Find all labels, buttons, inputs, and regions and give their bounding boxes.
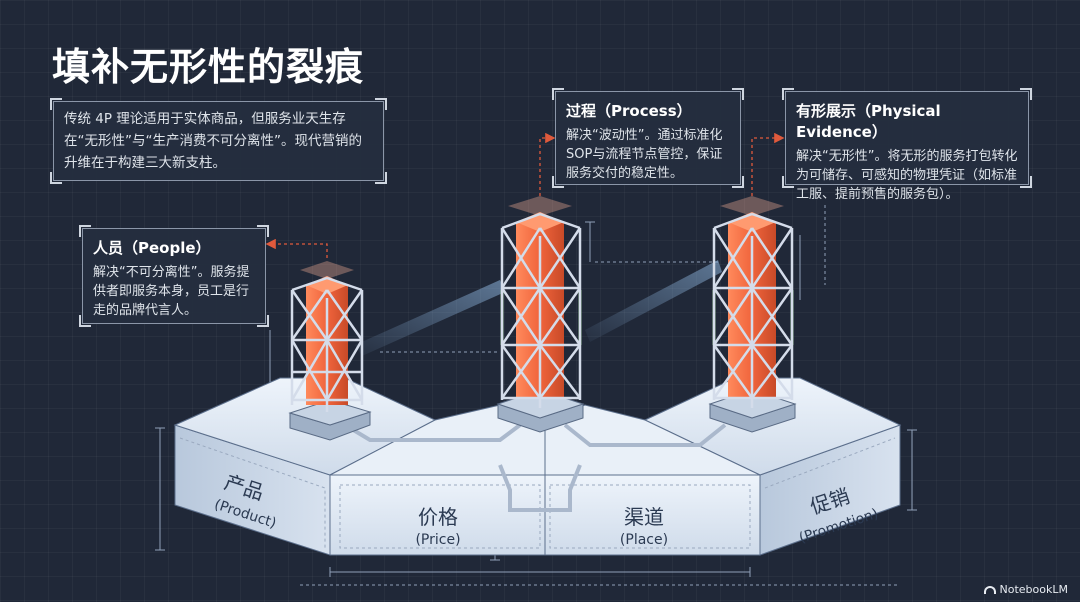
notebooklm-logo-icon	[983, 585, 996, 594]
leader-arrow-physical	[751, 132, 785, 196]
process-callout: 过程（Process） 解决“波动性”。通过标准化SOP与流程节点管控，保证服务…	[552, 88, 744, 188]
base-inner-guides	[179, 437, 896, 549]
base-label-place-en: (Place)	[620, 532, 668, 548]
pillar-physical-evidence	[708, 196, 797, 433]
people-title: 人员（People）	[93, 239, 211, 257]
flow-arrow-right	[585, 260, 722, 342]
people-callout: 人员（People） 解决“不可分离性”。服务提供者即服务本身，员工是行走的品牌…	[79, 225, 269, 327]
flow-arrow-left	[355, 280, 505, 356]
base-label-price-cn: 价格	[418, 505, 458, 529]
leader-arrow-people	[265, 238, 328, 258]
brand-watermark: NotebookLM	[983, 583, 1068, 596]
base-label-place-cn: 渠道	[624, 505, 664, 529]
intro-text: 传统 4P 理论适用于实体商品，但服务业天生存在“无形性”与“生产消费不可分离性…	[64, 111, 362, 171]
pillar-people	[288, 261, 372, 441]
physical-evidence-title: 有形展示（Physical Evidence）	[796, 102, 941, 141]
physical-evidence-text: 解决“无形性”。将无形的服务打包转化为可储存、可感知的物理凭证（如标准工服、提前…	[796, 149, 1018, 202]
physical-evidence-callout: 有形展示（Physical Evidence） 解决“无形性”。将无形的服务打包…	[782, 88, 1032, 202]
base-block-place	[544, 404, 761, 556]
leader-arrows	[265, 132, 785, 258]
people-text: 解决“不可分离性”。服务提供者即服务本身，员工是行走的品牌代言人。	[93, 265, 250, 318]
page-title: 填补无形性的裂痕	[52, 45, 365, 89]
leader-arrow-process	[539, 132, 556, 196]
process-title: 过程（Process）	[566, 102, 692, 120]
pillar-process	[496, 196, 585, 433]
dimension-lines	[155, 205, 917, 586]
base-label-price-en: (Price)	[415, 532, 460, 548]
brand-name: NotebookLM	[999, 583, 1068, 596]
intro-callout: 传统 4P 理论适用于实体商品，但服务业天生存在“无形性”与“生产消费不可分离性…	[50, 98, 387, 184]
process-text: 解决“波动性”。通过标准化SOP与流程节点管控，保证服务交付的稳定性。	[566, 128, 723, 181]
connecting-pipes	[343, 423, 727, 512]
